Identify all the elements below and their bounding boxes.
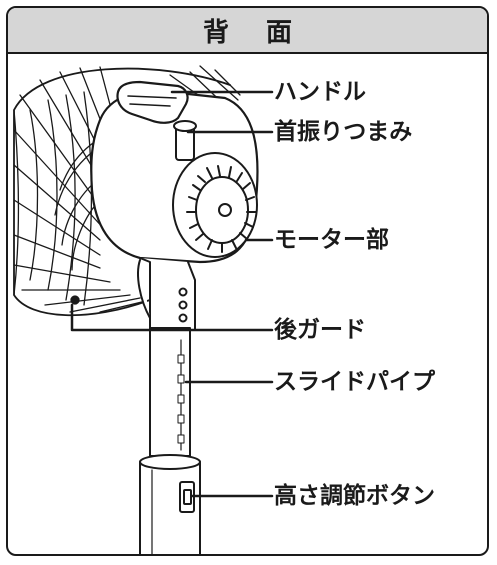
- leader-lines: [70, 90, 274, 498]
- diagram-title: 背 面: [202, 17, 307, 48]
- label-height-button: 高さ調節ボタン: [274, 483, 435, 509]
- motor-rear-cover: [172, 152, 258, 258]
- label-motor: モーター部: [274, 227, 389, 253]
- label-handle: ハンドル: [274, 79, 366, 105]
- slide-pipe: [149, 327, 191, 457]
- neck-joint: [137, 257, 196, 331]
- lower-pole: [139, 454, 201, 554]
- label-slide-pipe: スライドパイプ: [274, 369, 435, 395]
- swing-knob: [173, 120, 197, 161]
- label-rear-guard: 後ガード: [274, 317, 366, 343]
- header-bar: 背 面: [8, 8, 487, 54]
- label-swing-knob: 首振りつまみ: [274, 119, 413, 145]
